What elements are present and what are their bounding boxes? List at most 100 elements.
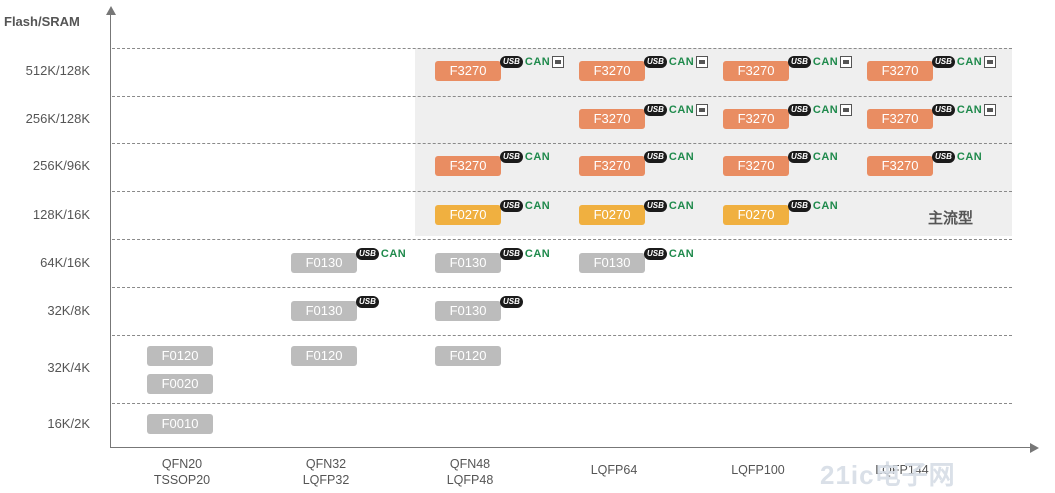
watermark-logo: 21ic电子网 [820, 460, 956, 490]
gridline [112, 96, 1012, 97]
y-axis-line [110, 12, 111, 448]
usb-icon: USB [644, 248, 667, 260]
part-chip: F0130 [435, 301, 501, 321]
can-icon: CAN [524, 151, 551, 163]
usb-icon: USB [788, 200, 811, 212]
y-tick-label: 256K/96K [32, 158, 90, 173]
y-tick-label: 16K/2K [47, 416, 90, 431]
can-icon: CAN [380, 248, 407, 260]
feature-badges: USB [500, 294, 523, 310]
y-tick-label: 64K/16K [40, 255, 90, 270]
part-chip: F0020 [147, 374, 213, 394]
x-tick-label-line: QFN48 [449, 457, 491, 471]
part-chip: F3270 [579, 61, 645, 81]
usb-icon: USB [788, 56, 811, 68]
part-chip: F0010 [147, 414, 213, 434]
can-icon: CAN [668, 200, 695, 212]
x-tick-label-line: LQFP144 [875, 463, 929, 477]
part-chip: F3270 [867, 61, 933, 81]
y-axis-arrow-icon [106, 6, 116, 15]
part-chip: F3270 [579, 109, 645, 129]
usb-icon: USB [644, 200, 667, 212]
usb-icon: USB [500, 200, 523, 212]
x-tick-label: LQFP64 [559, 462, 669, 478]
ethernet-icon [984, 56, 997, 68]
part-chip: F0120 [435, 346, 501, 366]
can-icon: CAN [668, 151, 695, 163]
gridline [112, 239, 1012, 240]
x-tick-label: LQFP144 [847, 462, 957, 478]
can-icon: CAN [812, 200, 839, 212]
can-icon: CAN [956, 151, 983, 163]
usb-icon: USB [356, 296, 379, 308]
ethernet-icon [552, 56, 565, 68]
part-chip: F3270 [867, 109, 933, 129]
can-icon: CAN [956, 56, 983, 68]
part-chip: F3270 [867, 156, 933, 176]
x-tick-label-line: LQFP100 [731, 463, 785, 477]
usb-icon: USB [644, 104, 667, 116]
y-axis-title: Flash/SRAM [4, 14, 80, 29]
can-icon: CAN [668, 248, 695, 260]
gridline [112, 403, 1012, 404]
ethernet-icon [696, 56, 709, 68]
part-chip: F0120 [291, 346, 357, 366]
part-chip: F0120 [147, 346, 213, 366]
part-chip: F3270 [723, 61, 789, 81]
gridline [112, 48, 1012, 49]
x-axis-arrow-icon [1030, 443, 1039, 453]
usb-icon: USB [500, 56, 523, 68]
usb-icon: USB [788, 104, 811, 116]
part-chip: F3270 [723, 109, 789, 129]
part-chip: F0130 [291, 301, 357, 321]
can-icon: CAN [956, 104, 983, 116]
x-tick-label: LQFP100 [703, 462, 813, 478]
y-tick-label: 32K/4K [47, 360, 90, 375]
y-tick-label: 32K/8K [47, 303, 90, 318]
x-tick-label-line: LQFP64 [590, 463, 638, 477]
gridline [112, 287, 1012, 288]
feature-badges: USB [356, 294, 379, 310]
y-tick-label: 512K/128K [25, 63, 90, 78]
gridline [112, 335, 1012, 336]
part-chip: F0270 [723, 205, 789, 225]
x-axis-line [110, 447, 1030, 448]
gridline [112, 143, 1012, 144]
can-icon: CAN [812, 56, 839, 68]
part-chip: F3270 [723, 156, 789, 176]
usb-icon: USB [644, 56, 667, 68]
x-tick-label-line: TSSOP20 [153, 473, 211, 487]
gridline [112, 191, 1012, 192]
mainstream-label: 主流型 [928, 210, 974, 227]
can-icon: CAN [668, 104, 695, 116]
usb-icon: USB [356, 248, 379, 260]
usb-icon: USB [644, 151, 667, 163]
x-tick-label-line: LQFP32 [302, 473, 350, 487]
ethernet-icon [696, 104, 709, 116]
usb-icon: USB [932, 151, 955, 163]
usb-icon: USB [932, 104, 955, 116]
x-tick-label-line: QFN20 [161, 457, 203, 471]
part-chip: F0270 [435, 205, 501, 225]
usb-icon: USB [500, 296, 523, 308]
part-chip: F3270 [435, 61, 501, 81]
ethernet-icon [840, 104, 853, 116]
ethernet-icon [984, 104, 997, 116]
can-icon: CAN [524, 200, 551, 212]
